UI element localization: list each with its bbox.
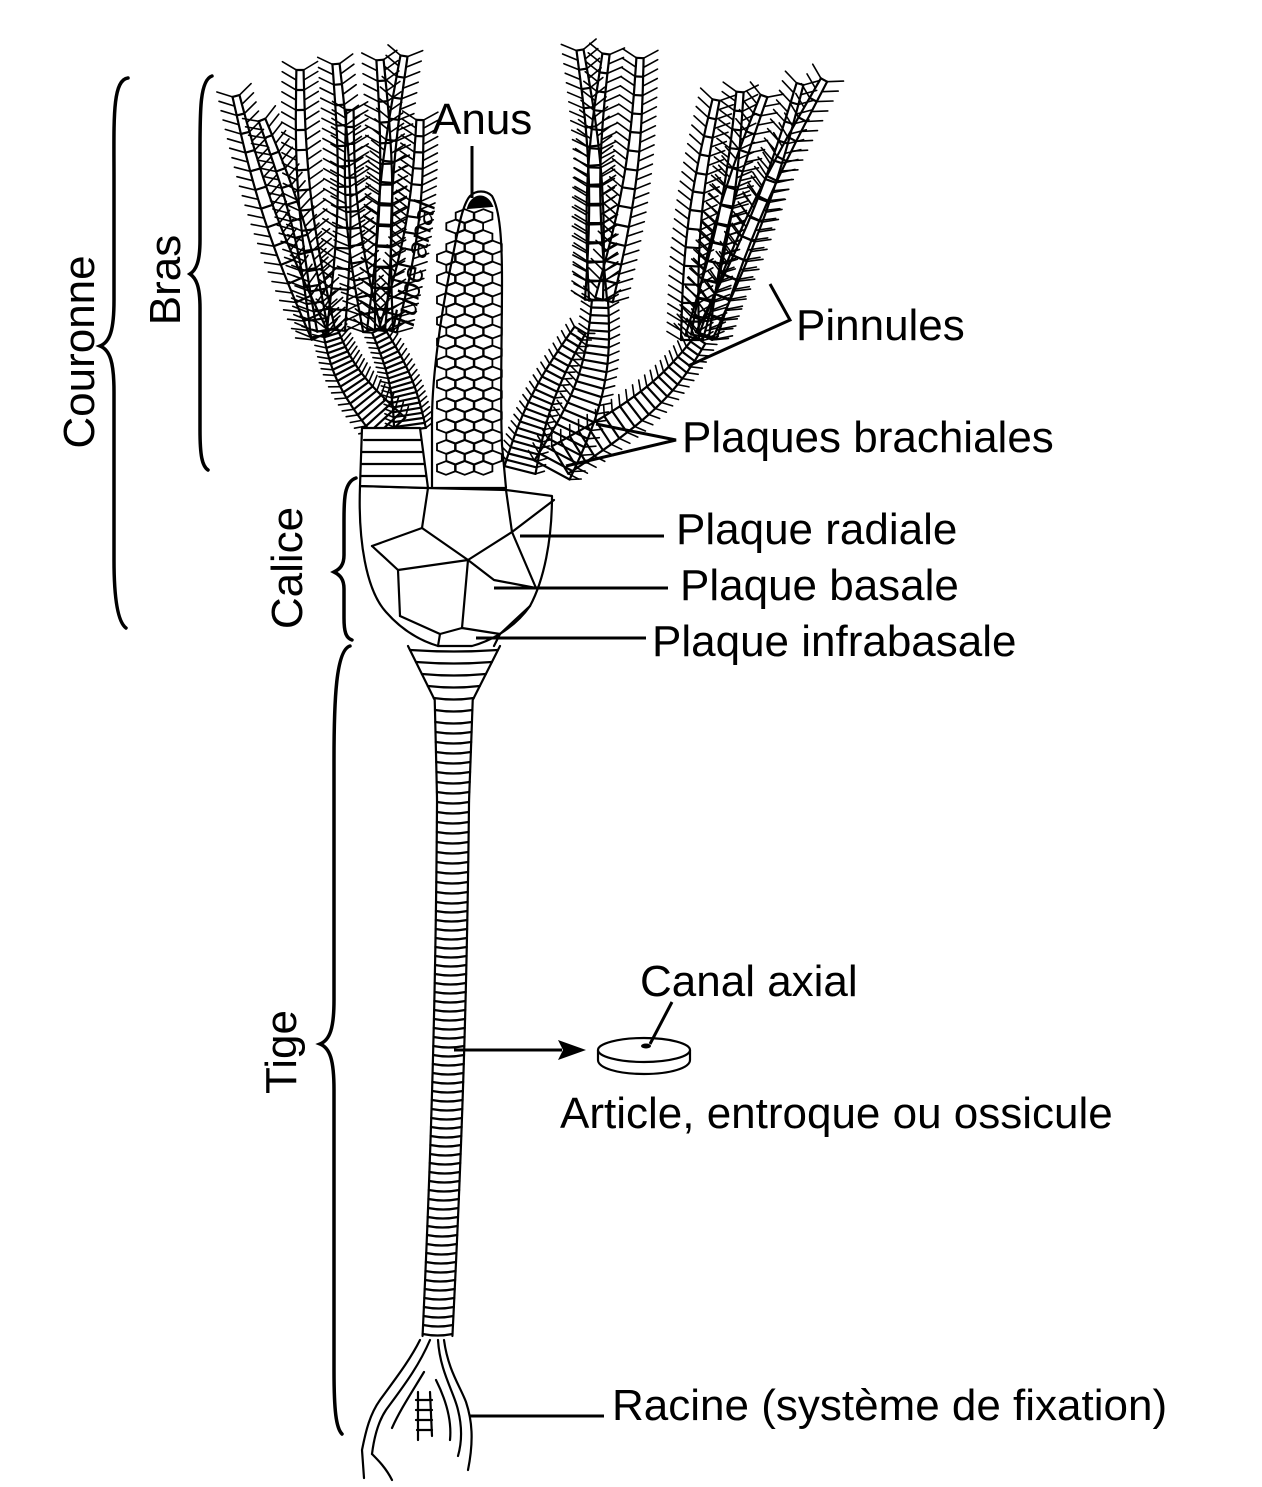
roots: [360, 1338, 473, 1482]
couronne-label: Couronne: [55, 255, 104, 448]
pinnules-leader: [687, 283, 793, 368]
plaques-brachiales-label: Plaques brachiales: [682, 413, 1054, 462]
bras-label: Bras: [141, 235, 190, 325]
calice-brace: [330, 476, 358, 642]
ossicle-disc: [596, 1036, 692, 1076]
arms-group: [216, 38, 845, 481]
arrow-head-icon: [558, 1040, 586, 1060]
plaque-radiale-label: Plaque radiale: [676, 505, 957, 554]
bras-brace: [186, 74, 214, 472]
plaque-infrabasale-label: Plaque infrabasale: [652, 617, 1016, 666]
anus-label: Anus: [432, 95, 532, 144]
article-label: Article, entroque ou ossicule: [560, 1089, 1113, 1138]
calyx: [358, 426, 556, 648]
plaques-brachiales-leader: [565, 422, 677, 468]
leader-lines: [454, 146, 793, 1418]
anal-tube: [430, 190, 508, 490]
canal-axial-label: Canal axial: [640, 957, 858, 1006]
racine-label: Racine (système de fixation): [612, 1381, 1167, 1430]
canal-axial-leader: [648, 1001, 674, 1045]
tige-brace: [315, 644, 352, 1436]
couronne-brace: [95, 76, 130, 630]
tige-label: Tige: [257, 1010, 306, 1094]
plaque-basale-label: Plaque basale: [680, 561, 959, 610]
pinnules-label: Pinnules: [796, 301, 965, 350]
stem: [406, 644, 502, 1338]
calice-label: Calice: [263, 507, 312, 629]
